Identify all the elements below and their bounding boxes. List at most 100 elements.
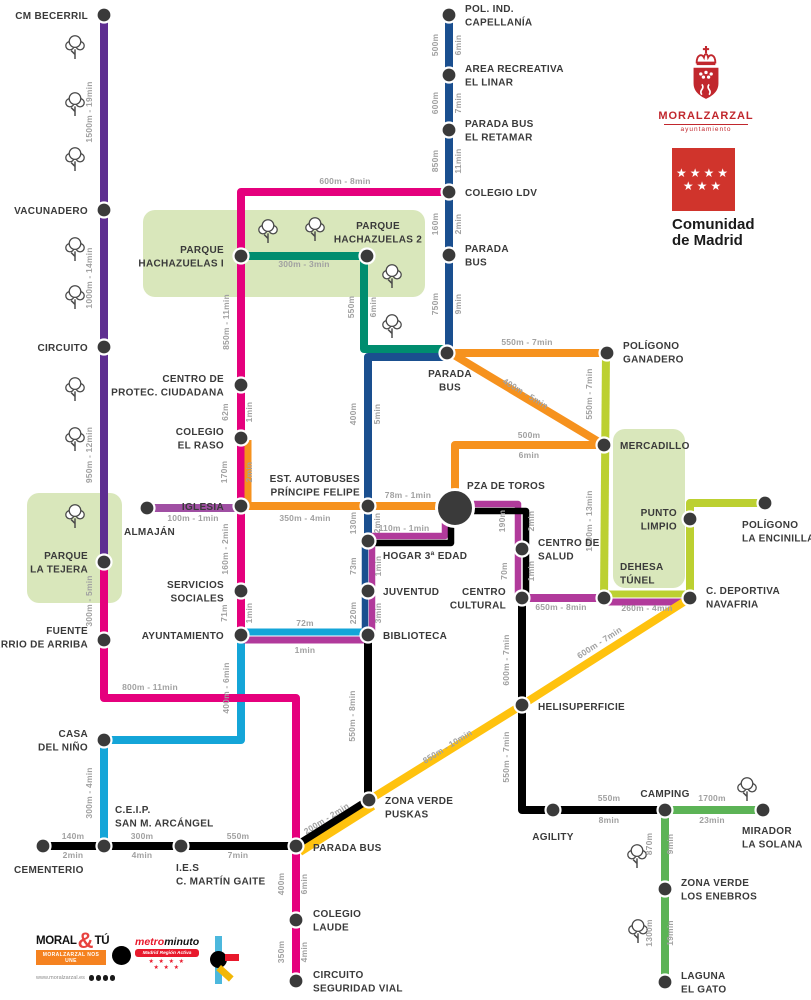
metrominuto-wordmark: metrominuto Madrid Región Activa ★ ★ ★ ★… <box>135 936 199 971</box>
station-dot-poligono-ganadero <box>598 344 616 362</box>
distance-label: 1min <box>526 561 536 582</box>
ayuntamiento-subtitle: ayuntamiento <box>680 126 732 133</box>
distance-label: 130m <box>348 511 358 534</box>
tree-canopy <box>68 285 82 299</box>
tree-icon <box>65 35 85 60</box>
red-bar-icon <box>225 954 239 961</box>
station-label-iglesia: IGLESIA <box>182 502 224 513</box>
line-segment-black <box>518 598 665 814</box>
tree-canopy <box>68 427 82 441</box>
station-label-parada-bus-norte: BUS <box>465 258 487 269</box>
distance-label: 19min <box>665 920 675 946</box>
distance-label: 870m <box>644 832 654 855</box>
comunidad-line2: de Madrid <box>672 232 743 249</box>
distance-label: 4min <box>299 942 309 963</box>
station-label-poligono-la-encinilla: POLÍGONO <box>742 518 798 531</box>
station-dot-colegio-el-raso <box>232 429 250 447</box>
tree-canopy <box>68 237 82 251</box>
station-label-colegio-laude: COLEGIO <box>313 909 361 920</box>
station-label-ies-c-martin-gaite: I.E.S <box>176 863 199 874</box>
station-label-parada-bus-norte: PARADA <box>465 244 509 255</box>
metrominuto-dot-icon <box>112 946 131 965</box>
tree-icon <box>305 217 325 242</box>
station-label-centro-de-salud: SALUD <box>538 552 574 563</box>
moraltu-tagline: MORALZARZAL NOS UNE <box>36 950 106 965</box>
station-dot-punto-limpio <box>681 510 699 528</box>
station-label-circuito-seguridad-vial: CIRCUITO <box>313 970 364 981</box>
station-label-vacunadero: VACUNADERO <box>14 206 88 217</box>
station-label-parque-hachazuelas-2: HACHAZUELAS 2 <box>334 235 422 246</box>
station-label-parque-hachazuelas-1: HACHAZUELAS I <box>138 259 224 270</box>
tree-trunk <box>70 299 76 310</box>
distance-label: 2min <box>372 513 382 534</box>
station-dot-juventud <box>359 582 377 600</box>
distance-label: 3min <box>373 603 383 624</box>
line-segment-pink <box>100 562 300 981</box>
station-dot-mirador-la-solana <box>754 801 772 819</box>
comunidad-stars-bottom: ★★★ <box>682 178 725 193</box>
distance-label: 8min <box>599 815 620 825</box>
distance-label: 550m - 8min <box>347 690 357 741</box>
station-label-fuente-barrio-de-arriba: BARRIO DE ARRIBA <box>0 640 88 651</box>
ayuntamiento-logo: MORALZARZAL ayuntamiento <box>656 46 756 133</box>
distance-label: 2min <box>63 850 84 860</box>
tree-canopy <box>385 264 399 278</box>
station-label-circuito: CIRCUITO <box>37 343 88 354</box>
tree-icon <box>65 427 85 452</box>
station-label-punto-limpio: PUNTO <box>641 508 677 519</box>
tree-icon <box>627 844 647 869</box>
tree-trunk <box>70 518 76 529</box>
station-dot-vacunadero <box>95 201 113 219</box>
distance-label: 600m <box>430 91 440 114</box>
station-label-dehesa-tunel: DEHESA <box>620 562 663 573</box>
tree-canopy <box>308 217 322 231</box>
station-label-almajan: ALMAJÁN <box>124 525 175 538</box>
distance-label: 300m <box>131 831 154 841</box>
station-dot-camping <box>656 801 674 819</box>
tree-icon <box>258 219 278 244</box>
tree-trunk <box>632 858 638 869</box>
station-label-laguna-el-gato: LAGUNA <box>681 971 726 982</box>
station-label-centro-protec-ciudadana: CENTRO DE <box>162 374 224 385</box>
distance-label: 850m - 10min <box>421 727 474 765</box>
station-label-juventud: JUVENTUD <box>383 587 439 598</box>
distance-label: 750m <box>430 292 440 315</box>
distance-label: 600m - 7min <box>501 634 511 685</box>
tree-trunk <box>70 49 76 60</box>
distance-label: 11min <box>453 148 463 173</box>
ayuntamiento-name: MORALZARZAL <box>658 110 754 122</box>
station-dot-parada-bus-sur <box>287 837 305 855</box>
station-label-mirador-la-solana: MIRADOR <box>742 826 792 837</box>
tree-canopy <box>261 219 275 233</box>
station-label-colegio-ldv: COLEGIO LDV <box>465 188 537 199</box>
comunidad-wordmark: Comunidad de Madrid <box>672 217 802 249</box>
distance-label: 350m - 4min <box>279 513 330 523</box>
metrominuto-part2: minuto <box>164 936 200 948</box>
station-dot-agility <box>544 801 562 819</box>
line-segment-yellow <box>297 802 376 856</box>
station-dot-zona-verde-los-enebros <box>656 880 674 898</box>
distance-label: 2min <box>526 511 536 532</box>
distance-label: 73m <box>348 557 358 575</box>
distance-label: 300m - 5min <box>84 575 94 626</box>
tree-canopy <box>385 314 399 328</box>
tree-canopy <box>631 919 645 933</box>
distance-label: 7min <box>453 93 463 114</box>
station-label-servicios-sociales: SOCIALES <box>170 594 224 605</box>
distance-label: 550m <box>227 831 250 841</box>
station-dot-parque-hachazuelas-2 <box>358 247 376 265</box>
distance-label: 950m - 12min <box>84 427 94 483</box>
distance-label: 1000m - 14min <box>84 247 94 308</box>
tree-icon <box>65 285 85 310</box>
station-dot-helisuperficie <box>513 696 531 714</box>
metrominuto-part1: metro <box>135 936 165 948</box>
distance-label: 550m - 7min <box>584 368 594 419</box>
station-label-parada-bus-el-retamar: PARADA BUS <box>465 119 534 130</box>
station-dot-laguna-el-gato <box>656 973 674 991</box>
station-label-agility: AGILITY <box>532 832 574 843</box>
distance-label: 62m <box>220 403 230 421</box>
station-label-ayuntamiento: AYUNTAMIENTO <box>142 631 224 642</box>
station-dot-ceip-san-m-arcangel <box>95 837 113 855</box>
station-label-est-autobuses-principe-felipe: EST. AUTOBUSES <box>270 474 360 485</box>
